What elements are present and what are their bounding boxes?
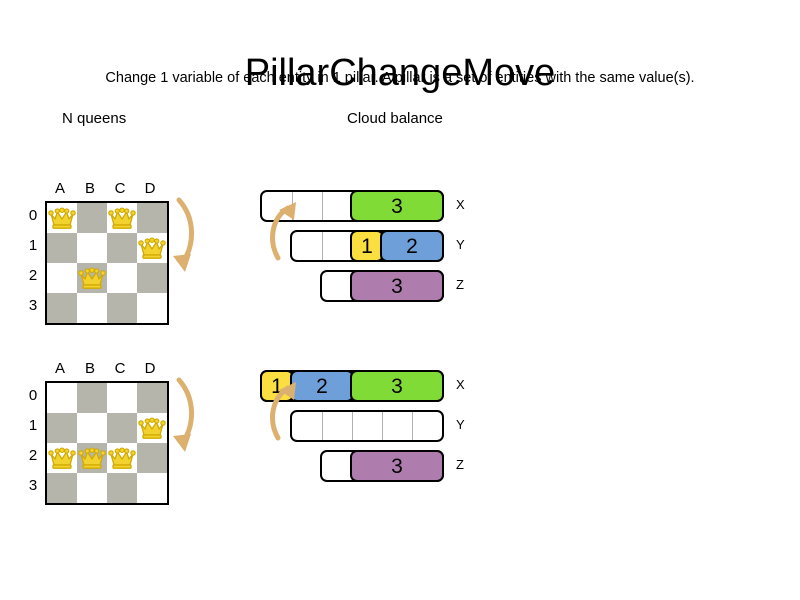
board-column-label: D xyxy=(144,180,156,197)
board-grid xyxy=(45,381,169,505)
board-cell[interactable] xyxy=(47,233,77,263)
board-cell[interactable] xyxy=(107,263,137,293)
board-cell[interactable] xyxy=(137,413,167,443)
board-cell[interactable] xyxy=(77,473,107,503)
board-cell[interactable] xyxy=(77,203,107,233)
board-row-label: 3 xyxy=(28,297,38,314)
board-cell[interactable] xyxy=(47,203,77,233)
board-column-labels: A B C D xyxy=(45,180,165,198)
board-column-label: B xyxy=(84,180,95,197)
board-row-label: 3 xyxy=(28,477,38,494)
cloud-bar-unit-divider xyxy=(322,232,323,260)
queen-icon[interactable] xyxy=(138,415,166,441)
board-cell[interactable] xyxy=(47,413,77,443)
queen-icon[interactable] xyxy=(78,265,106,291)
cloud-bar-unit-divider xyxy=(322,192,323,220)
cloud-computer-label: Z xyxy=(456,277,464,292)
page-subtitle: Change 1 variable of each entity in 1 pi… xyxy=(105,70,695,86)
move-arrow-cloud-after-icon xyxy=(270,382,296,441)
page-title: PillarChangeMove xyxy=(244,52,556,95)
cloud-bar-track[interactable] xyxy=(290,410,444,442)
cloud-bar-unit-divider xyxy=(322,412,323,440)
board-cell[interactable] xyxy=(107,473,137,503)
board-cell[interactable] xyxy=(77,443,107,473)
cloud-bar-unit-divider xyxy=(352,412,353,440)
board-cell[interactable] xyxy=(137,443,167,473)
board-cell[interactable] xyxy=(107,233,137,263)
board-cell[interactable] xyxy=(77,413,107,443)
cloud-computer-label: Z xyxy=(456,457,464,472)
board-cell[interactable] xyxy=(77,233,107,263)
board-cell[interactable] xyxy=(77,383,107,413)
board-cell[interactable] xyxy=(107,383,137,413)
queen-icon[interactable] xyxy=(48,205,76,231)
section-label-cloud: Cloud balance xyxy=(347,110,443,127)
board-row-label: 1 xyxy=(28,417,38,434)
board-cell[interactable] xyxy=(137,383,167,413)
cloud-process-block[interactable]: 3 xyxy=(350,450,444,482)
board-cell[interactable] xyxy=(107,443,137,473)
board-cell[interactable] xyxy=(47,263,77,293)
board-row-labels: 0 1 2 3 xyxy=(24,201,42,321)
board-row-label: 2 xyxy=(28,267,38,284)
board-grid xyxy=(45,201,169,325)
cloud-process-block[interactable]: 3 xyxy=(350,270,444,302)
board-cell[interactable] xyxy=(137,203,167,233)
board-row-label: 2 xyxy=(28,447,38,464)
move-arrow-cloud-before-icon xyxy=(270,202,296,261)
board-cell[interactable] xyxy=(47,383,77,413)
cloud-process-block[interactable]: 3 xyxy=(350,190,444,222)
board-cell[interactable] xyxy=(137,263,167,293)
board-cell[interactable] xyxy=(137,473,167,503)
board-row-label: 0 xyxy=(28,387,38,404)
queen-icon[interactable] xyxy=(108,205,136,231)
board-column-label: C xyxy=(114,360,126,377)
board-column-label: C xyxy=(114,180,126,197)
board-cell[interactable] xyxy=(137,293,167,323)
board-cell[interactable] xyxy=(77,263,107,293)
board-column-label: A xyxy=(54,360,65,377)
board-column-label: B xyxy=(84,360,95,377)
board-cell[interactable] xyxy=(107,203,137,233)
queen-icon[interactable] xyxy=(48,445,76,471)
cloud-bar-unit-divider xyxy=(412,412,413,440)
cloud-computer-label: Y xyxy=(456,237,465,252)
cloud-process-block[interactable]: 3 xyxy=(350,370,444,402)
board-cell[interactable] xyxy=(47,473,77,503)
board-cell[interactable] xyxy=(77,293,107,323)
cloud-process-block[interactable]: 1 xyxy=(350,230,384,262)
cloud-computer-label: X xyxy=(456,377,465,392)
queen-icon[interactable] xyxy=(78,445,106,471)
board-cell[interactable] xyxy=(47,443,77,473)
cloud-process-block[interactable]: 2 xyxy=(290,370,354,402)
board-cell[interactable] xyxy=(47,293,77,323)
queen-icon[interactable] xyxy=(108,445,136,471)
cloud-bar-row: Y xyxy=(290,410,480,442)
cloud-bar-unit-divider xyxy=(382,412,383,440)
board-row-labels: 0 1 2 3 xyxy=(24,381,42,501)
cloud-computer-label: X xyxy=(456,197,465,212)
board-column-label: A xyxy=(54,180,65,197)
board-cell[interactable] xyxy=(137,233,167,263)
board-cell[interactable] xyxy=(107,293,137,323)
section-label-nqueens: N queens xyxy=(62,110,127,127)
board-row-label: 0 xyxy=(28,207,38,224)
board-column-labels: A B C D xyxy=(45,360,165,378)
move-arrow-nqueens-after-icon xyxy=(173,377,195,452)
queen-icon[interactable] xyxy=(138,235,166,261)
board-cell[interactable] xyxy=(107,413,137,443)
cloud-process-block[interactable]: 2 xyxy=(380,230,444,262)
move-arrow-nqueens-before-icon xyxy=(173,197,195,272)
cloud-computer-label: Y xyxy=(456,417,465,432)
board-column-label: D xyxy=(144,360,156,377)
board-row-label: 1 xyxy=(28,237,38,254)
